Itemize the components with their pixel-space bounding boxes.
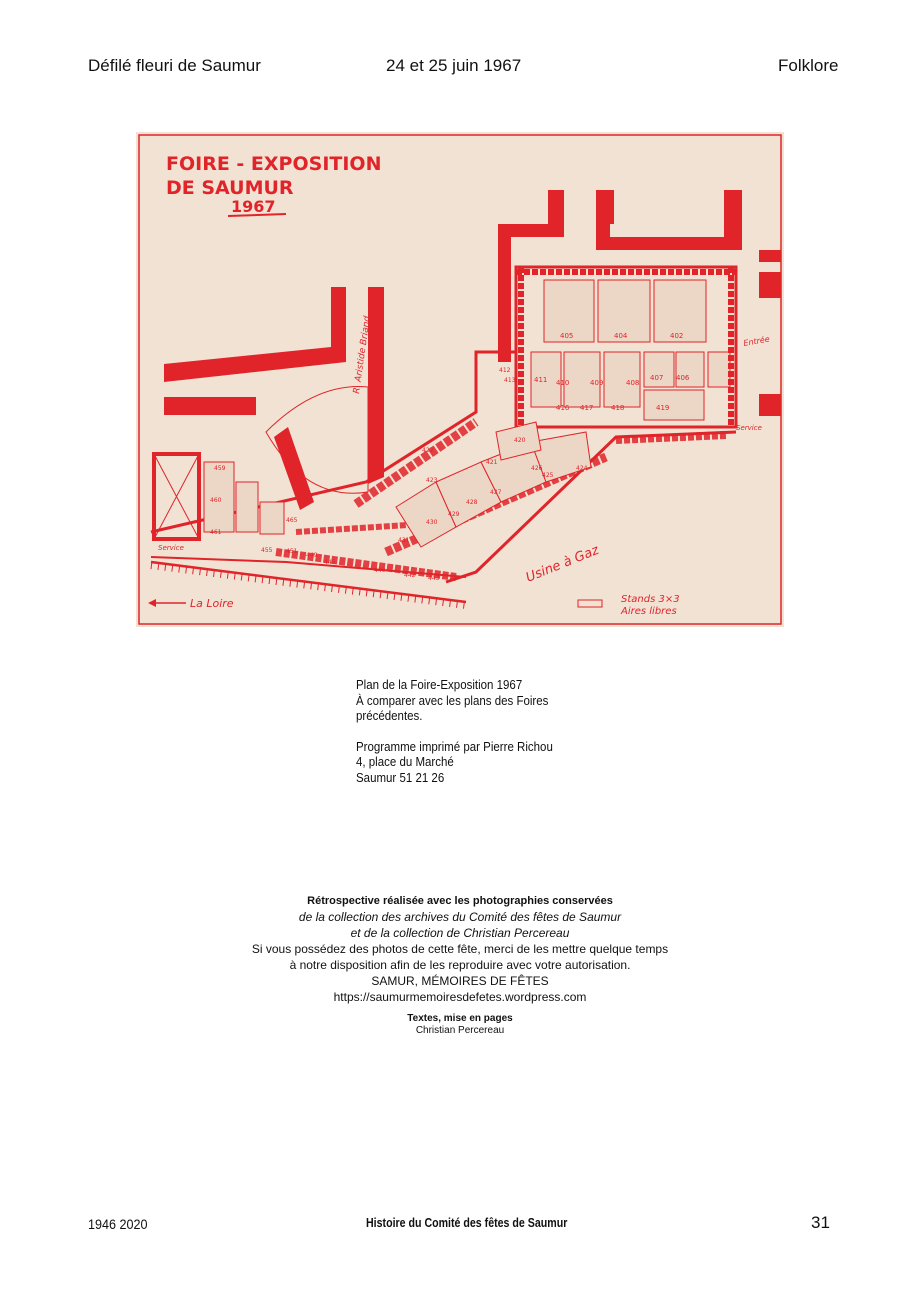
building-block-4	[598, 190, 614, 224]
legend-stand-symbol	[577, 599, 603, 608]
svg-text:460: 460	[210, 497, 222, 504]
building-block-7	[759, 272, 781, 298]
left-stand-blocks	[203, 461, 285, 535]
plan-border	[138, 134, 782, 625]
website-link[interactable]: https://saumurmemoiresdefetes.wordpress.…	[333, 990, 587, 1004]
legend-stands: Stands 3×3	[621, 594, 680, 605]
svg-text:422: 422	[422, 447, 434, 454]
building-block-10	[164, 397, 256, 415]
credits-line-2: de la collection des archives du Comité …	[298, 910, 622, 924]
svg-text:423: 423	[426, 477, 438, 484]
credits-line-6: SAMUR, MÉMOIRES DE FÊTES	[371, 974, 549, 988]
caption-line-2: À comparer avec les plans des Foires	[356, 693, 549, 708]
svg-text:421: 421	[486, 459, 498, 466]
plan-title-1: FOIRE - EXPOSITION	[166, 153, 381, 175]
main-hall	[514, 265, 738, 429]
svg-text:449: 449	[306, 552, 318, 559]
header-right: Folklore	[778, 56, 839, 75]
service-left-label: Service	[158, 544, 184, 552]
svg-text:465: 465	[286, 517, 298, 524]
plan-caption: Plan de la Foire-Exposition 1967 À compa…	[356, 678, 595, 786]
street-edge-1	[150, 350, 516, 534]
svg-text:443: 443	[428, 575, 440, 582]
plan-title-3: 1967	[231, 197, 276, 216]
header-center: 24 et 25 juin 1967	[386, 56, 522, 75]
river-label: La Loire	[190, 597, 234, 610]
building-block-8	[759, 394, 781, 416]
credits-line-1: Rétrospective réalisée avec les photogra…	[307, 895, 613, 907]
svg-text:425: 425	[542, 472, 554, 479]
svg-text:417: 417	[580, 404, 593, 412]
building-block-9	[164, 287, 346, 382]
building-block-5	[596, 190, 742, 250]
building-block-6	[759, 250, 781, 262]
middle-stand-blocks	[395, 421, 592, 548]
svg-text:402: 402	[670, 332, 683, 340]
svg-text:426: 426	[531, 465, 543, 472]
river-arrow-head	[148, 599, 156, 607]
hall-perimeter-stands	[516, 267, 736, 427]
credits-line-8: Textes, mise en pages	[407, 1013, 513, 1024]
svg-text:419: 419	[656, 404, 669, 412]
svg-text:429: 429	[448, 511, 460, 518]
svg-text:418: 418	[611, 404, 624, 412]
svg-text:451: 451	[286, 548, 298, 555]
legend-aires: Aires libres	[620, 606, 677, 617]
caption-line-5: 4, place du Marché	[356, 755, 454, 769]
hall-stands-grid	[530, 279, 731, 421]
svg-text:445: 445	[324, 559, 336, 566]
building-block-12	[274, 427, 314, 510]
credits-line-5: à notre disposition afin de les reprodui…	[289, 958, 631, 972]
fair-plan-drawing: FOIRE - EXPOSITION DE SAUMUR 1967	[138, 134, 782, 625]
svg-text:406: 406	[676, 374, 690, 382]
credits-line-3: et de la collection de Christian Percere…	[350, 926, 570, 940]
fair-plan-image: FOIRE - EXPOSITION DE SAUMUR 1967	[136, 132, 784, 627]
river-bank	[150, 560, 467, 604]
svg-text:404: 404	[614, 332, 628, 340]
stand-labels: 405 404 402 412 411 410 409 408 407 406 …	[210, 332, 690, 582]
svg-text:431: 431	[398, 537, 410, 544]
caption-line-6: Saumur 51 21 26	[356, 770, 445, 785]
svg-text:416: 416	[556, 404, 570, 412]
svg-text:424: 424	[576, 465, 588, 472]
building-block-1	[498, 190, 564, 362]
svg-text:409: 409	[590, 379, 603, 387]
svg-text:413: 413	[504, 377, 516, 384]
entrance-label: Entrée	[743, 334, 771, 348]
svg-text:410: 410	[556, 379, 569, 387]
gasworks-label: Usine à Gaz	[524, 542, 602, 585]
title-underline	[227, 213, 287, 217]
caption-line-1: Plan de la Foire-Exposition 1967	[356, 678, 523, 692]
svg-text:442: 442	[404, 572, 416, 579]
page-number: 31	[811, 1213, 830, 1232]
plan-title-2: DE SAUMUR	[166, 177, 294, 199]
svg-text:407: 407	[650, 374, 663, 382]
footer-center: Histoire du Comité des fêtes de Saumur	[366, 1216, 568, 1230]
credits-block: Rétrospective réalisée avec les photogra…	[160, 893, 760, 1037]
svg-text:440: 440	[374, 567, 386, 574]
service-right-label: Service	[736, 424, 762, 432]
svg-text:408: 408	[626, 379, 639, 387]
svg-text:461: 461	[210, 529, 222, 536]
svg-text:459: 459	[214, 465, 226, 472]
credits-line-9: Christian Percereau	[415, 1025, 505, 1036]
svg-text:420: 420	[514, 437, 526, 444]
svg-text:455: 455	[261, 547, 273, 554]
footer-left: 1946 2020	[88, 1216, 148, 1232]
building-block-11	[368, 287, 384, 484]
svg-text:430: 430	[426, 519, 438, 526]
svg-text:405: 405	[560, 332, 573, 340]
svg-text:428: 428	[466, 499, 478, 506]
svg-text:427: 427	[490, 489, 502, 496]
credits-line-4: Si vous possédez des photos de cette fêt…	[251, 942, 669, 956]
caption-line-3: précédentes.	[356, 709, 423, 723]
svg-text:412: 412	[499, 367, 511, 374]
left-hall	[152, 452, 201, 541]
building-block-3	[596, 224, 610, 237]
svg-text:411: 411	[534, 376, 547, 384]
header-left: Défilé fleuri de Saumur	[88, 56, 261, 75]
caption-line-4: Programme imprimé par Pierre Richou	[356, 739, 553, 754]
